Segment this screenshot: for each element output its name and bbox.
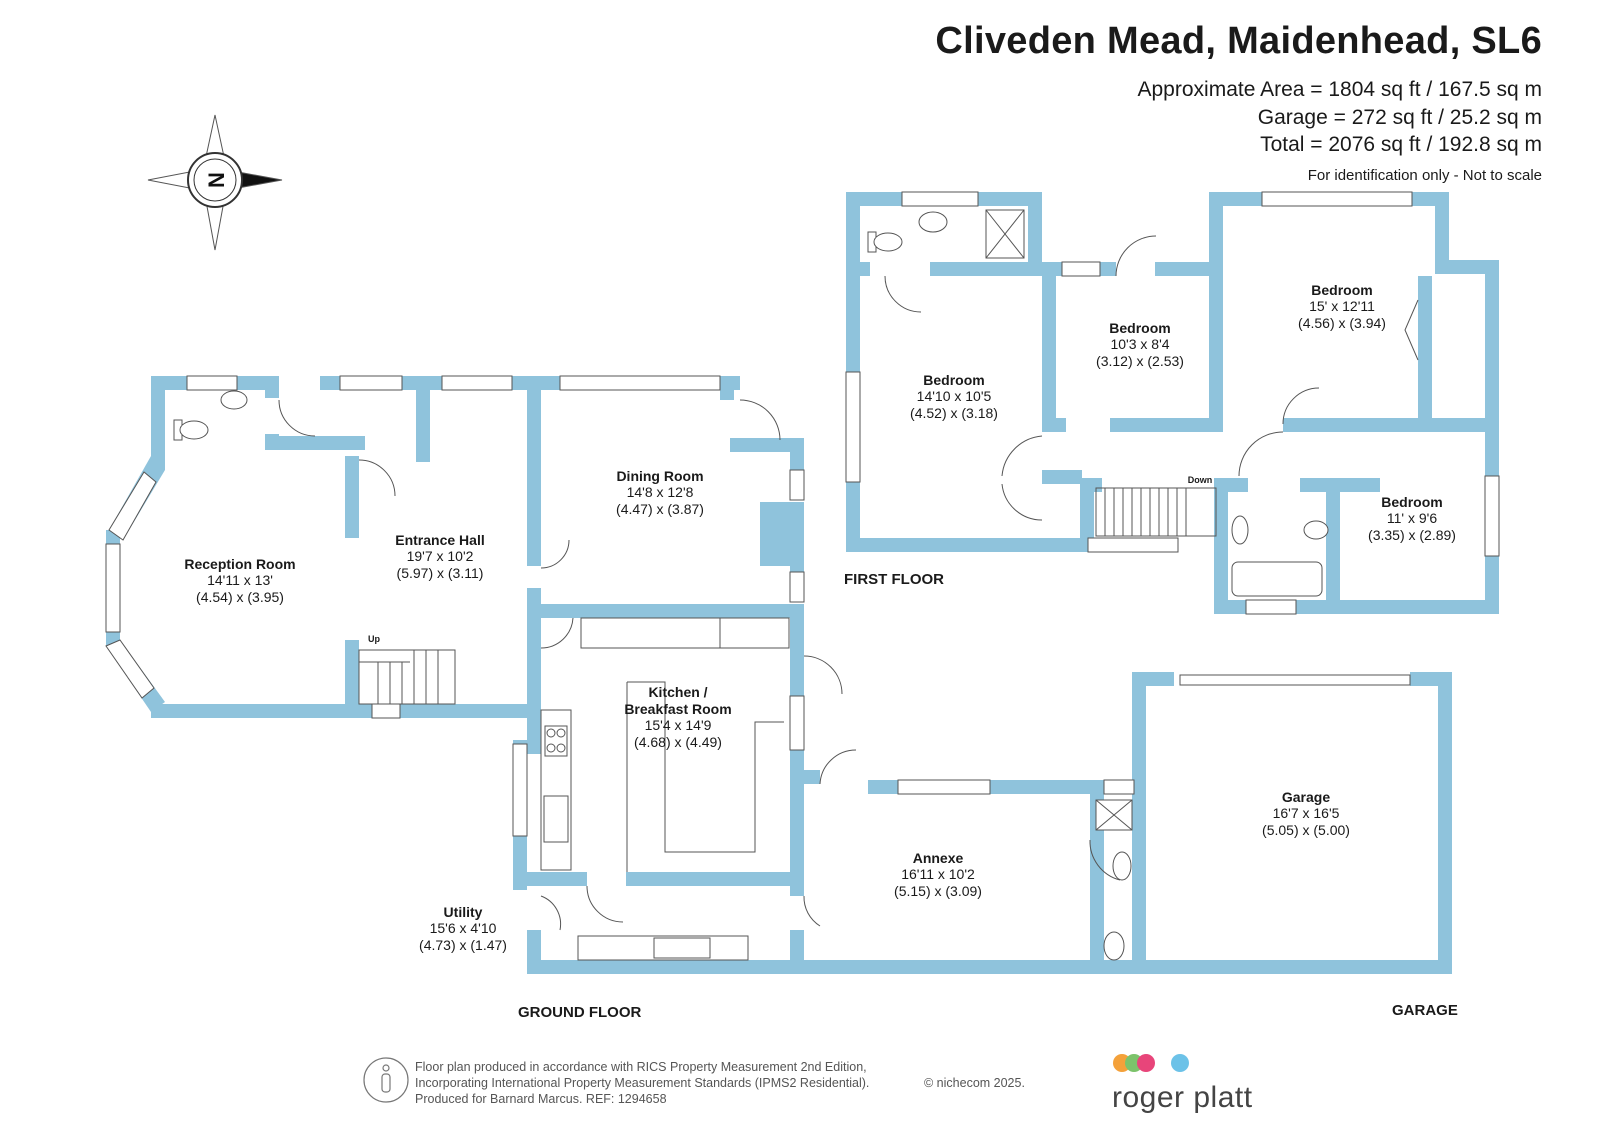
room-name-hall: Entrance Hall <box>395 532 484 548</box>
garage-area: Garage = 272 sq ft / 25.2 sq m <box>1257 106 1542 129</box>
room-name-garage: Garage <box>1282 789 1330 805</box>
annexe-basin-icon <box>1112 851 1132 881</box>
room-imperial-utility: 15'6 x 4'10 <box>430 920 497 936</box>
room-name-bed2: Bedroom <box>1109 320 1170 336</box>
brand-logo-icon <box>1113 1054 1189 1072</box>
room-metric-bed1: (4.52) x (3.18) <box>910 405 998 421</box>
utility-sink-icon <box>653 937 711 959</box>
room-imperial-annexe: 16'11 x 10'2 <box>901 866 975 882</box>
room-name-bed1: Bedroom <box>923 372 984 388</box>
room-imperial-bed3: 15' x 12'11 <box>1309 298 1375 314</box>
floor-label-ground: GROUND FLOOR <box>518 1004 641 1021</box>
property-title: Cliveden Mead, Maidenhead, SL6 <box>935 20 1542 62</box>
room-imperial-bed1: 14'10 x 10'5 <box>917 388 992 404</box>
room-name-kitchen-1: Kitchen / <box>648 684 707 700</box>
room-name-utility: Utility <box>444 904 483 920</box>
scale-disclaimer: For identification only - Not to scale <box>1307 167 1542 184</box>
room-metric-bed3: (4.56) x (3.94) <box>1298 315 1386 331</box>
brand-name: roger platt <box>1112 1081 1253 1114</box>
room-metric-hall: (5.97) x (3.11) <box>397 565 484 581</box>
annexe-toilet-icon <box>1103 931 1125 961</box>
toilet-icon-2 <box>1303 520 1329 540</box>
compass-label: N <box>204 172 229 188</box>
total-area: Total = 2076 sq ft / 192.8 sq m <box>1260 133 1542 156</box>
room-metric-kitchen: (4.68) x (4.49) <box>634 734 722 750</box>
footer-ipms-note: Incorporating International Property Mea… <box>415 1076 870 1090</box>
approximate-area: Approximate Area = 1804 sq ft / 167.5 sq… <box>1137 78 1543 101</box>
room-name-annexe: Annexe <box>913 850 964 866</box>
floor-label-garage: GARAGE <box>1392 1002 1458 1019</box>
room-imperial-bed4: 11' x 9'6 <box>1387 510 1437 526</box>
first-floor-fixtures <box>867 209 1419 597</box>
footer-copyright: © nichecom 2025. <box>924 1076 1025 1090</box>
room-metric-utility: (4.73) x (1.47) <box>419 937 507 953</box>
person-icon <box>363 1057 409 1103</box>
room-metric-dining: (4.47) x (3.87) <box>616 501 704 517</box>
basin-icon <box>918 211 948 233</box>
ground-floor-windows <box>105 375 1411 837</box>
room-labels: Reception Room 14'11 x 13' (4.54) x (3.9… <box>184 282 1456 953</box>
kitchen-sink-icon <box>543 795 569 843</box>
floor-labels: FIRST FLOOR GROUND FLOOR GARAGE <box>518 571 1458 1021</box>
room-imperial-garage: 16'7 x 16'5 <box>1273 805 1340 821</box>
room-metric-reception: (4.54) x (3.95) <box>196 589 284 605</box>
footer-rics-note: Floor plan produced in accordance with R… <box>415 1060 867 1074</box>
room-imperial-dining: 14'8 x 12'8 <box>627 484 694 500</box>
room-name-bed4: Bedroom <box>1381 494 1442 510</box>
ground-floor-fixtures <box>173 390 1133 961</box>
bath-icon <box>1231 561 1323 597</box>
room-name-kitchen-2: Breakfast Room <box>624 701 731 717</box>
footer-produced-for: Produced for Barnard Marcus. REF: 129465… <box>415 1092 667 1106</box>
room-name-reception: Reception Room <box>184 556 295 572</box>
room-metric-bed4: (3.35) x (2.89) <box>1368 527 1456 543</box>
wc-basin-icon <box>220 390 248 410</box>
room-imperial-kitchen: 15'4 x 14'9 <box>645 717 712 733</box>
first-floor-windows <box>845 191 1500 615</box>
basin-icon-2 <box>1231 515 1249 545</box>
floor-label-first: FIRST FLOOR <box>844 571 944 588</box>
room-metric-annexe: (5.15) x (3.09) <box>894 883 982 899</box>
room-imperial-reception: 14'11 x 13' <box>207 572 273 588</box>
room-metric-bed2: (3.12) x (2.53) <box>1096 353 1184 369</box>
stairs-up-label: Up <box>368 634 380 644</box>
room-imperial-bed2: 10'3 x 8'4 <box>1110 336 1169 352</box>
room-metric-garage: (5.05) x (5.00) <box>1262 822 1350 838</box>
room-name-bed3: Bedroom <box>1311 282 1372 298</box>
compass-icon: N <box>147 114 283 251</box>
room-imperial-hall: 19'7 x 10'2 <box>407 548 474 564</box>
stairs-down-label: Down <box>1188 475 1213 485</box>
room-name-dining: Dining Room <box>616 468 703 484</box>
